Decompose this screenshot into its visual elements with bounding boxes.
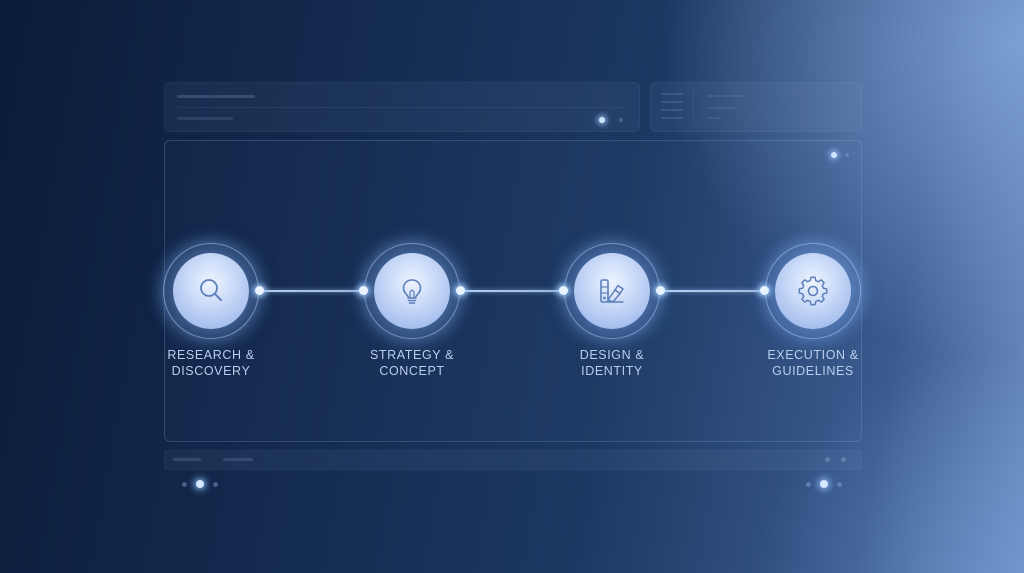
side-panel	[650, 82, 862, 132]
connector-port	[656, 286, 665, 295]
status-indicator-dot	[619, 118, 623, 122]
top-panel-divider	[177, 107, 627, 108]
side-panel-divider	[693, 89, 694, 125]
pager-dot[interactable]	[213, 482, 218, 487]
step-node-design[interactable]	[559, 243, 665, 339]
step-node-execution[interactable]	[760, 243, 861, 339]
step-label-design: DESIGN & IDENTITY	[537, 347, 687, 379]
node-disc	[574, 253, 650, 329]
design-palette-icon	[600, 279, 624, 303]
gear-icon	[798, 276, 828, 306]
status-indicator-dot	[599, 117, 605, 123]
connector-line	[259, 290, 365, 292]
footer-indicator-dot	[825, 457, 830, 462]
step-label-line: IDENTITY	[581, 364, 643, 378]
top-panel-placeholder-bar	[177, 117, 233, 120]
step-label-line: RESEARCH &	[167, 348, 255, 362]
step-label-line: CONCEPT	[379, 364, 445, 378]
footer-bar	[164, 450, 862, 470]
side-panel-placeholder-line	[707, 117, 721, 119]
magnifier-icon	[200, 279, 222, 301]
top-panel	[164, 82, 640, 132]
step-label-strategy: STRATEGY & CONCEPT	[337, 347, 487, 379]
side-panel-placeholder-line	[661, 101, 683, 103]
step-label-line: DISCOVERY	[171, 364, 251, 378]
side-panel-placeholder-line	[707, 107, 737, 109]
frame-indicator-dot	[831, 152, 837, 158]
node-disc	[173, 253, 249, 329]
frame-indicator-dot	[845, 153, 849, 157]
side-panel-placeholder-line	[661, 109, 683, 111]
side-panel-placeholder-line	[661, 117, 683, 119]
step-label-execution: EXECUTION & GUIDELINES	[738, 347, 888, 379]
step-node-strategy[interactable]	[359, 243, 465, 339]
connector-port	[559, 286, 568, 295]
connector-port	[760, 286, 769, 295]
connector-line	[659, 290, 766, 292]
top-panel-placeholder-bar	[177, 95, 255, 98]
step-node-research[interactable]	[163, 243, 264, 339]
step-label-research: RESEARCH & DISCOVERY	[136, 347, 286, 379]
pager-dot[interactable]	[837, 482, 842, 487]
step-label-line: EXECUTION &	[767, 348, 859, 362]
connector-line	[459, 290, 565, 292]
pager-dot[interactable]	[806, 482, 811, 487]
step-label-line: GUIDELINES	[772, 364, 854, 378]
node-disc	[775, 253, 851, 329]
footer-indicator-dot	[841, 457, 846, 462]
pager-dot-active[interactable]	[820, 480, 828, 488]
pager-dot[interactable]	[182, 482, 187, 487]
connector-port	[255, 286, 264, 295]
pager-dot-active[interactable]	[196, 480, 204, 488]
side-panel-placeholder-line	[661, 93, 683, 95]
step-label-line: STRATEGY &	[369, 348, 455, 362]
footer-placeholder-bar	[173, 458, 201, 461]
side-panel-placeholder-line	[707, 95, 747, 97]
pager-left	[182, 480, 222, 490]
step-label-line: DESIGN &	[579, 348, 645, 362]
node-disc	[374, 253, 450, 329]
lightbulb-icon	[402, 279, 422, 304]
connector-port	[456, 286, 465, 295]
connector-port	[359, 286, 368, 295]
pager-right	[806, 480, 846, 490]
footer-placeholder-bar	[223, 458, 253, 461]
